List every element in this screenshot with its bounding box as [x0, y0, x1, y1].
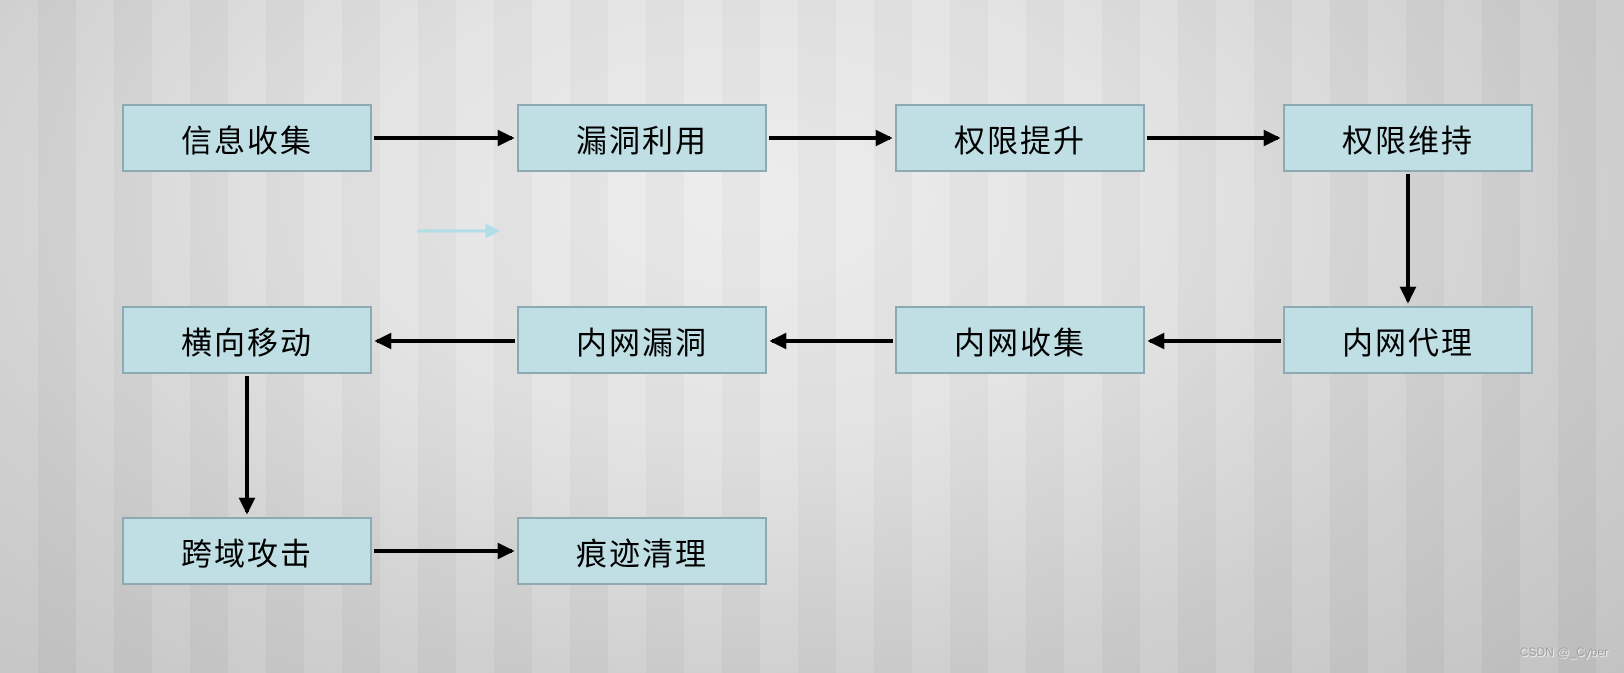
node-intranet-proxy: 内网代理 — [1283, 306, 1533, 374]
node-privilege-escalation: 权限提升 — [895, 104, 1145, 172]
node-vuln-exploitation: 漏洞利用 — [517, 104, 767, 172]
node-intranet-collection: 内网收集 — [895, 306, 1145, 374]
node-label: 痕迹清理 — [576, 536, 708, 572]
node-label: 跨域攻击 — [181, 536, 313, 572]
node-label: 权限维持 — [1342, 123, 1474, 159]
node-lateral-movement: 横向移动 — [122, 306, 372, 374]
node-label: 内网收集 — [954, 325, 1086, 361]
node-intranet-vulns: 内网漏洞 — [517, 306, 767, 374]
node-label: 内网漏洞 — [576, 325, 708, 361]
node-label: 漏洞利用 — [576, 123, 708, 159]
node-privilege-persistence: 权限维持 — [1283, 104, 1533, 172]
node-cross-domain-attack: 跨域攻击 — [122, 517, 372, 585]
csdn-watermark: CSDN @_Cyber — [1519, 645, 1608, 659]
node-label: 信息收集 — [181, 123, 313, 159]
node-label: 权限提升 — [954, 123, 1086, 159]
node-label: 内网代理 — [1342, 325, 1474, 361]
node-trace-cleanup: 痕迹清理 — [517, 517, 767, 585]
node-info-gathering: 信息收集 — [122, 104, 372, 172]
node-label: 横向移动 — [181, 325, 313, 361]
